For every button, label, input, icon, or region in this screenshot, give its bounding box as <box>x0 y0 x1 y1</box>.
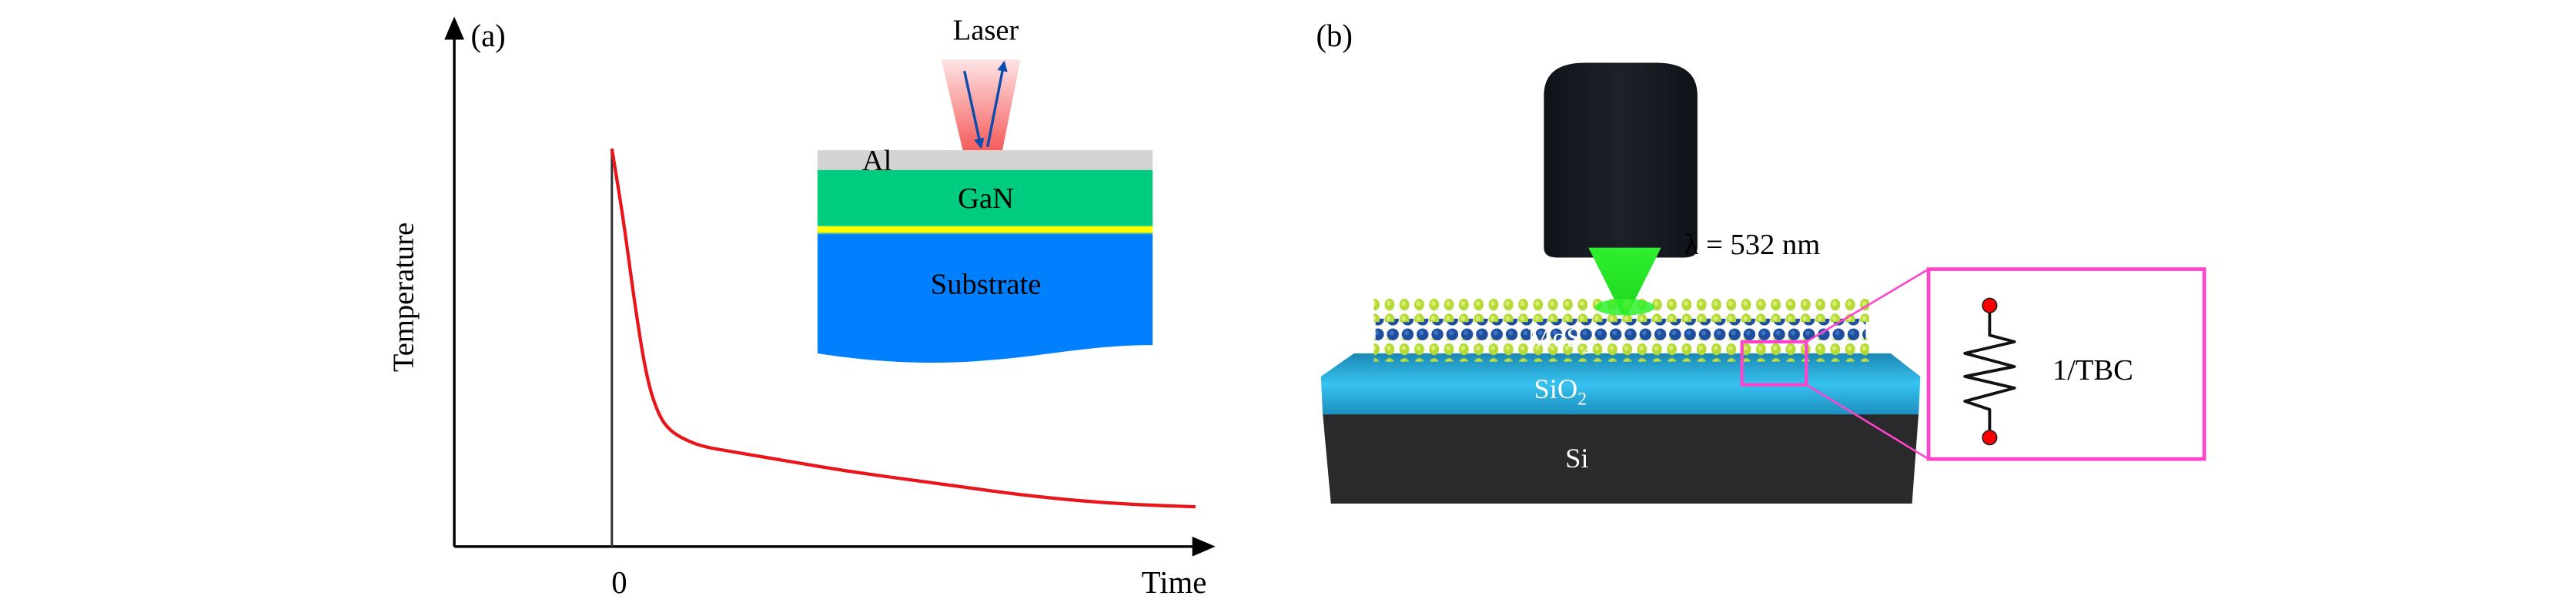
x-axis-arrowhead <box>1192 536 1216 557</box>
resistor-zigzag <box>1963 310 2016 433</box>
laser-label: Laser <box>953 14 1019 46</box>
x-axis-label: Time <box>1142 565 1207 600</box>
inset-sample-stack: Laser Al GaN Substrate <box>817 14 1153 363</box>
incident-arrow <box>963 70 985 149</box>
panel-b: (b) λ = 532 nm MoS2 SiO2 Si <box>1316 18 2206 504</box>
green-laser-beam <box>1588 247 1661 314</box>
temperature-curve <box>610 148 1196 509</box>
gan-layer <box>817 169 1153 226</box>
x-tick-zero: 0 <box>611 565 627 600</box>
y-axis-arrowhead <box>444 16 464 40</box>
zoom-connector-bottom <box>1805 383 1929 460</box>
thermal-resistor-icon <box>1963 297 2016 446</box>
si-label: Si <box>1565 443 1588 474</box>
tbc-label: 1/TBC <box>2052 354 2133 387</box>
interface-edge <box>817 233 1153 235</box>
panel-a-label: (a) <box>471 18 506 53</box>
substrate-label: Substrate <box>931 269 1042 301</box>
laser-beam <box>941 59 1021 151</box>
sio2-label: SiO2 <box>1534 373 1587 410</box>
resistor-terminal-bottom <box>1982 430 1998 446</box>
gan-label: GaN <box>958 182 1014 215</box>
al-label: Al <box>862 145 892 177</box>
y-axis-label: Temperature <box>387 223 420 372</box>
sio2-layer <box>1320 353 1921 415</box>
interface-layer <box>817 226 1153 233</box>
panel-a: (a) Temperature Time 0 Laser Al GaN Subs… <box>387 14 1216 600</box>
zoom-region-box <box>1740 340 1808 387</box>
laser-spot <box>1594 299 1655 316</box>
substrate-layer <box>817 234 1153 363</box>
mos2-mo-layer <box>1375 318 1866 342</box>
si-substrate <box>1323 413 1919 504</box>
wavelength-label: λ = 532 nm <box>1684 229 1821 261</box>
objective-lens <box>1544 62 1698 258</box>
panel-b-label: (b) <box>1316 18 1353 53</box>
al-layer <box>817 150 1153 170</box>
zoom-detail-box <box>1926 267 2206 461</box>
resistor-terminal-top <box>1982 297 1998 313</box>
reflected-arrow <box>986 60 1008 148</box>
mos2-label: MoS2 <box>1527 322 1591 358</box>
zoom-connector-top <box>1805 268 1929 343</box>
